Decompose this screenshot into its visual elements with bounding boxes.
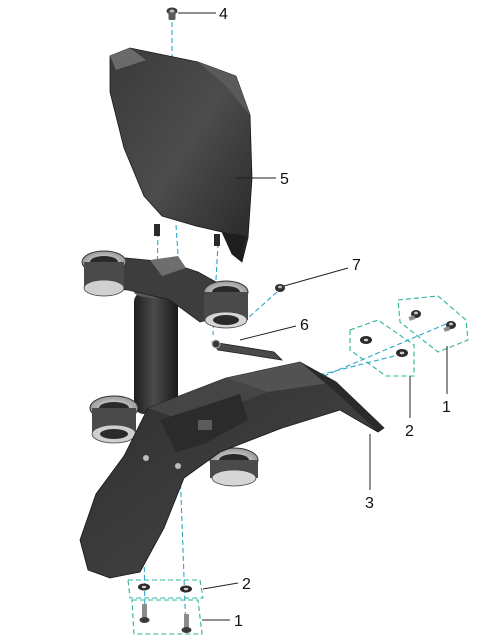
group-box-bottom-bolts — [131, 599, 203, 635]
group-box-right-bolts — [397, 295, 469, 353]
fork-tube — [134, 286, 178, 414]
callout-labels: 4 5 7 6 1 2 3 2 1 — [219, 6, 451, 630]
bottom-washer-left — [138, 583, 150, 591]
callout-4: 4 — [219, 6, 228, 23]
bolt-part-7 — [275, 284, 285, 292]
bottom-hardware — [138, 583, 192, 633]
lower-triple-clamp — [89, 395, 259, 487]
upper-triple-clamp — [81, 250, 249, 329]
right-hardware — [360, 310, 456, 357]
callout-6: 6 — [300, 317, 309, 334]
bottom-bolt-right — [181, 614, 192, 633]
leader-7 — [283, 267, 349, 287]
group-box-right-washers — [349, 319, 415, 377]
callout-2-bottom: 2 — [242, 576, 251, 593]
group-box-bottom-washers — [127, 579, 204, 599]
callout-7: 7 — [352, 257, 361, 274]
callout-1-right: 1 — [442, 399, 451, 416]
callout-1-bottom: 1 — [234, 613, 243, 630]
callout-3: 3 — [365, 495, 374, 512]
right-bolt-lower — [443, 321, 456, 332]
right-bolt-upper — [408, 310, 421, 321]
top-screw-part-4 — [166, 7, 178, 20]
bottom-bolt-left — [139, 604, 150, 623]
axis-line-bolt-7 — [247, 291, 278, 319]
front-cover-part-5 — [109, 47, 253, 263]
right-washer-upper — [360, 336, 372, 344]
axis-line-bottom-right — [179, 467, 187, 633]
bottom-washer-right — [180, 585, 192, 593]
leader-2-bottom — [202, 582, 239, 590]
leader-lines — [178, 12, 448, 621]
axis-line-cover-center — [175, 224, 179, 256]
leader-6 — [239, 325, 297, 341]
callout-2-right: 2 — [405, 423, 414, 440]
callout-5: 5 — [280, 171, 289, 188]
front-fender-part-3 — [79, 361, 385, 579]
bracket-part-6 — [211, 339, 284, 361]
hardware-group-boxes — [127, 295, 469, 635]
right-washer-lower — [396, 349, 408, 357]
